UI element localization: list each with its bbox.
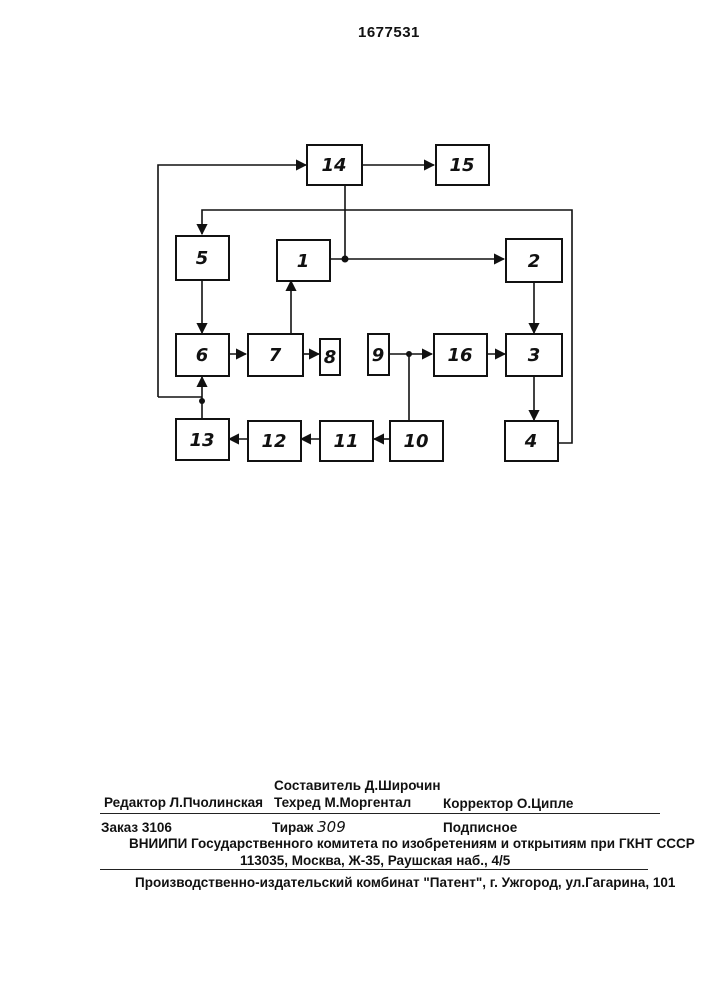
tiraz-line: Тираж 309 (272, 818, 346, 836)
divider-bottom (100, 869, 648, 870)
block-13: 13 (176, 419, 229, 460)
address-line: 113035, Москва, Ж-35, Раушская наб., 4/5 (240, 853, 510, 868)
svg-text:11: 11 (333, 431, 358, 452)
block-14: 14 (307, 145, 362, 185)
svg-text:16: 16 (447, 345, 472, 366)
svg-text:5: 5 (196, 248, 209, 269)
svg-text:2: 2 (528, 251, 541, 272)
svg-text:8: 8 (324, 347, 337, 368)
svg-text:4: 4 (524, 431, 538, 452)
connections (158, 165, 572, 443)
block-8: 8 (320, 339, 340, 375)
block-16: 16 (434, 334, 487, 376)
block-1: 1 (277, 240, 330, 281)
svg-text:10: 10 (403, 431, 428, 452)
block-11: 11 (320, 421, 373, 461)
block-6: 6 (176, 334, 229, 376)
block-2: 2 (506, 239, 562, 282)
block-15: 15 (436, 145, 489, 185)
vniipi-line: ВНИИПИ Государственного комитета по изоб… (129, 836, 695, 851)
editor-line: Редактор Л.Пчолинская (104, 795, 263, 810)
block-4: 4 (505, 421, 558, 461)
svg-text:14: 14 (321, 155, 346, 176)
svg-text:3: 3 (528, 345, 541, 366)
svg-text:12: 12 (261, 431, 286, 452)
block-3: 3 (506, 334, 562, 376)
svg-text:13: 13 (189, 430, 214, 451)
svg-text:7: 7 (269, 345, 282, 366)
tiraz-label: Тираж (272, 820, 313, 835)
svg-text:9: 9 (372, 345, 385, 366)
publisher-line: Производственно-издательский комбинат "П… (135, 875, 675, 890)
svg-text:1: 1 (297, 251, 310, 272)
compiler-line: Составитель Д.Широчин (274, 778, 440, 793)
tiraz-value: 309 (317, 818, 346, 836)
block-7: 7 (248, 334, 303, 376)
order-line: Заказ 3106 (101, 820, 172, 835)
corrector-line: Корректор О.Ципле (443, 796, 573, 811)
techred-line: Техред М.Моргентал (274, 795, 411, 810)
subscription-line: Подписное (443, 820, 517, 835)
block-9: 9 (368, 334, 389, 375)
block-5: 5 (176, 236, 229, 280)
svg-text:6: 6 (196, 345, 209, 366)
block-12: 12 (248, 421, 301, 461)
divider-top (100, 813, 660, 814)
svg-text:15: 15 (449, 155, 474, 176)
block-10: 10 (390, 421, 443, 461)
